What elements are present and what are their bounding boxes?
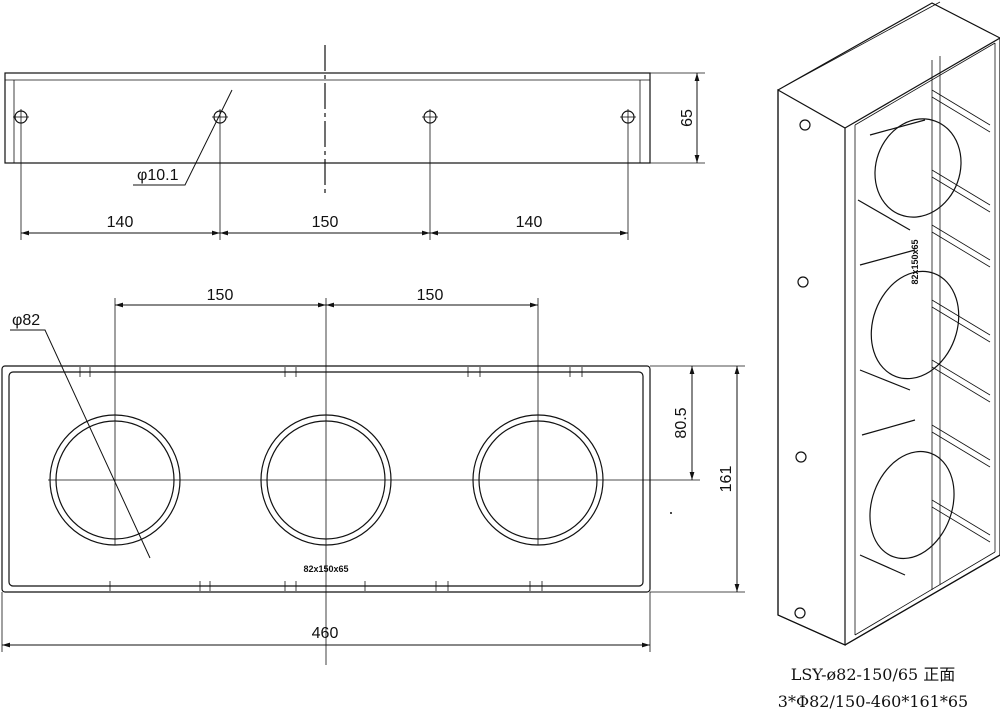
iso-tube-bottom (859, 419, 955, 576)
front-height-label: 161 (718, 466, 735, 493)
top-view-outline (4, 72, 651, 164)
iso-side-marking: 82x150x65 (910, 239, 920, 284)
front-width-label: 460 (312, 625, 339, 642)
center-height-label: 80.5 (673, 407, 690, 438)
caption-model: LSY-ø82-150/65 正面 (791, 665, 956, 684)
dim-150-right: 150 (417, 287, 444, 304)
center-marking: 82x150x65 (303, 564, 348, 574)
opening-leader (10, 329, 151, 559)
dim-140-left: 140 (107, 214, 134, 231)
dim-150-left: 150 (207, 287, 234, 304)
front-view: 150 150 φ82 80.5 161 460 82x150x65 (1, 287, 745, 665)
isometric-view: 82x150x65 (777, 1, 1000, 646)
top-view: 140 150 140 φ10.1 65 (4, 45, 705, 240)
iso-front-face (777, 88, 846, 646)
opening-diameter-label: φ82 (12, 312, 40, 329)
hole-leader (133, 89, 233, 186)
hole-diameter-label: φ10.1 (137, 167, 179, 184)
caption-spec: 3*Φ82/150-460*161*65 (778, 692, 968, 711)
mounting-holes (13, 109, 636, 125)
iso-tube-middle (859, 249, 960, 391)
top-height-label: 65 (679, 109, 696, 127)
dim-150-mid: 150 (312, 214, 339, 231)
dim-140-right: 140 (516, 214, 543, 231)
iso-tube-top (857, 118, 962, 231)
